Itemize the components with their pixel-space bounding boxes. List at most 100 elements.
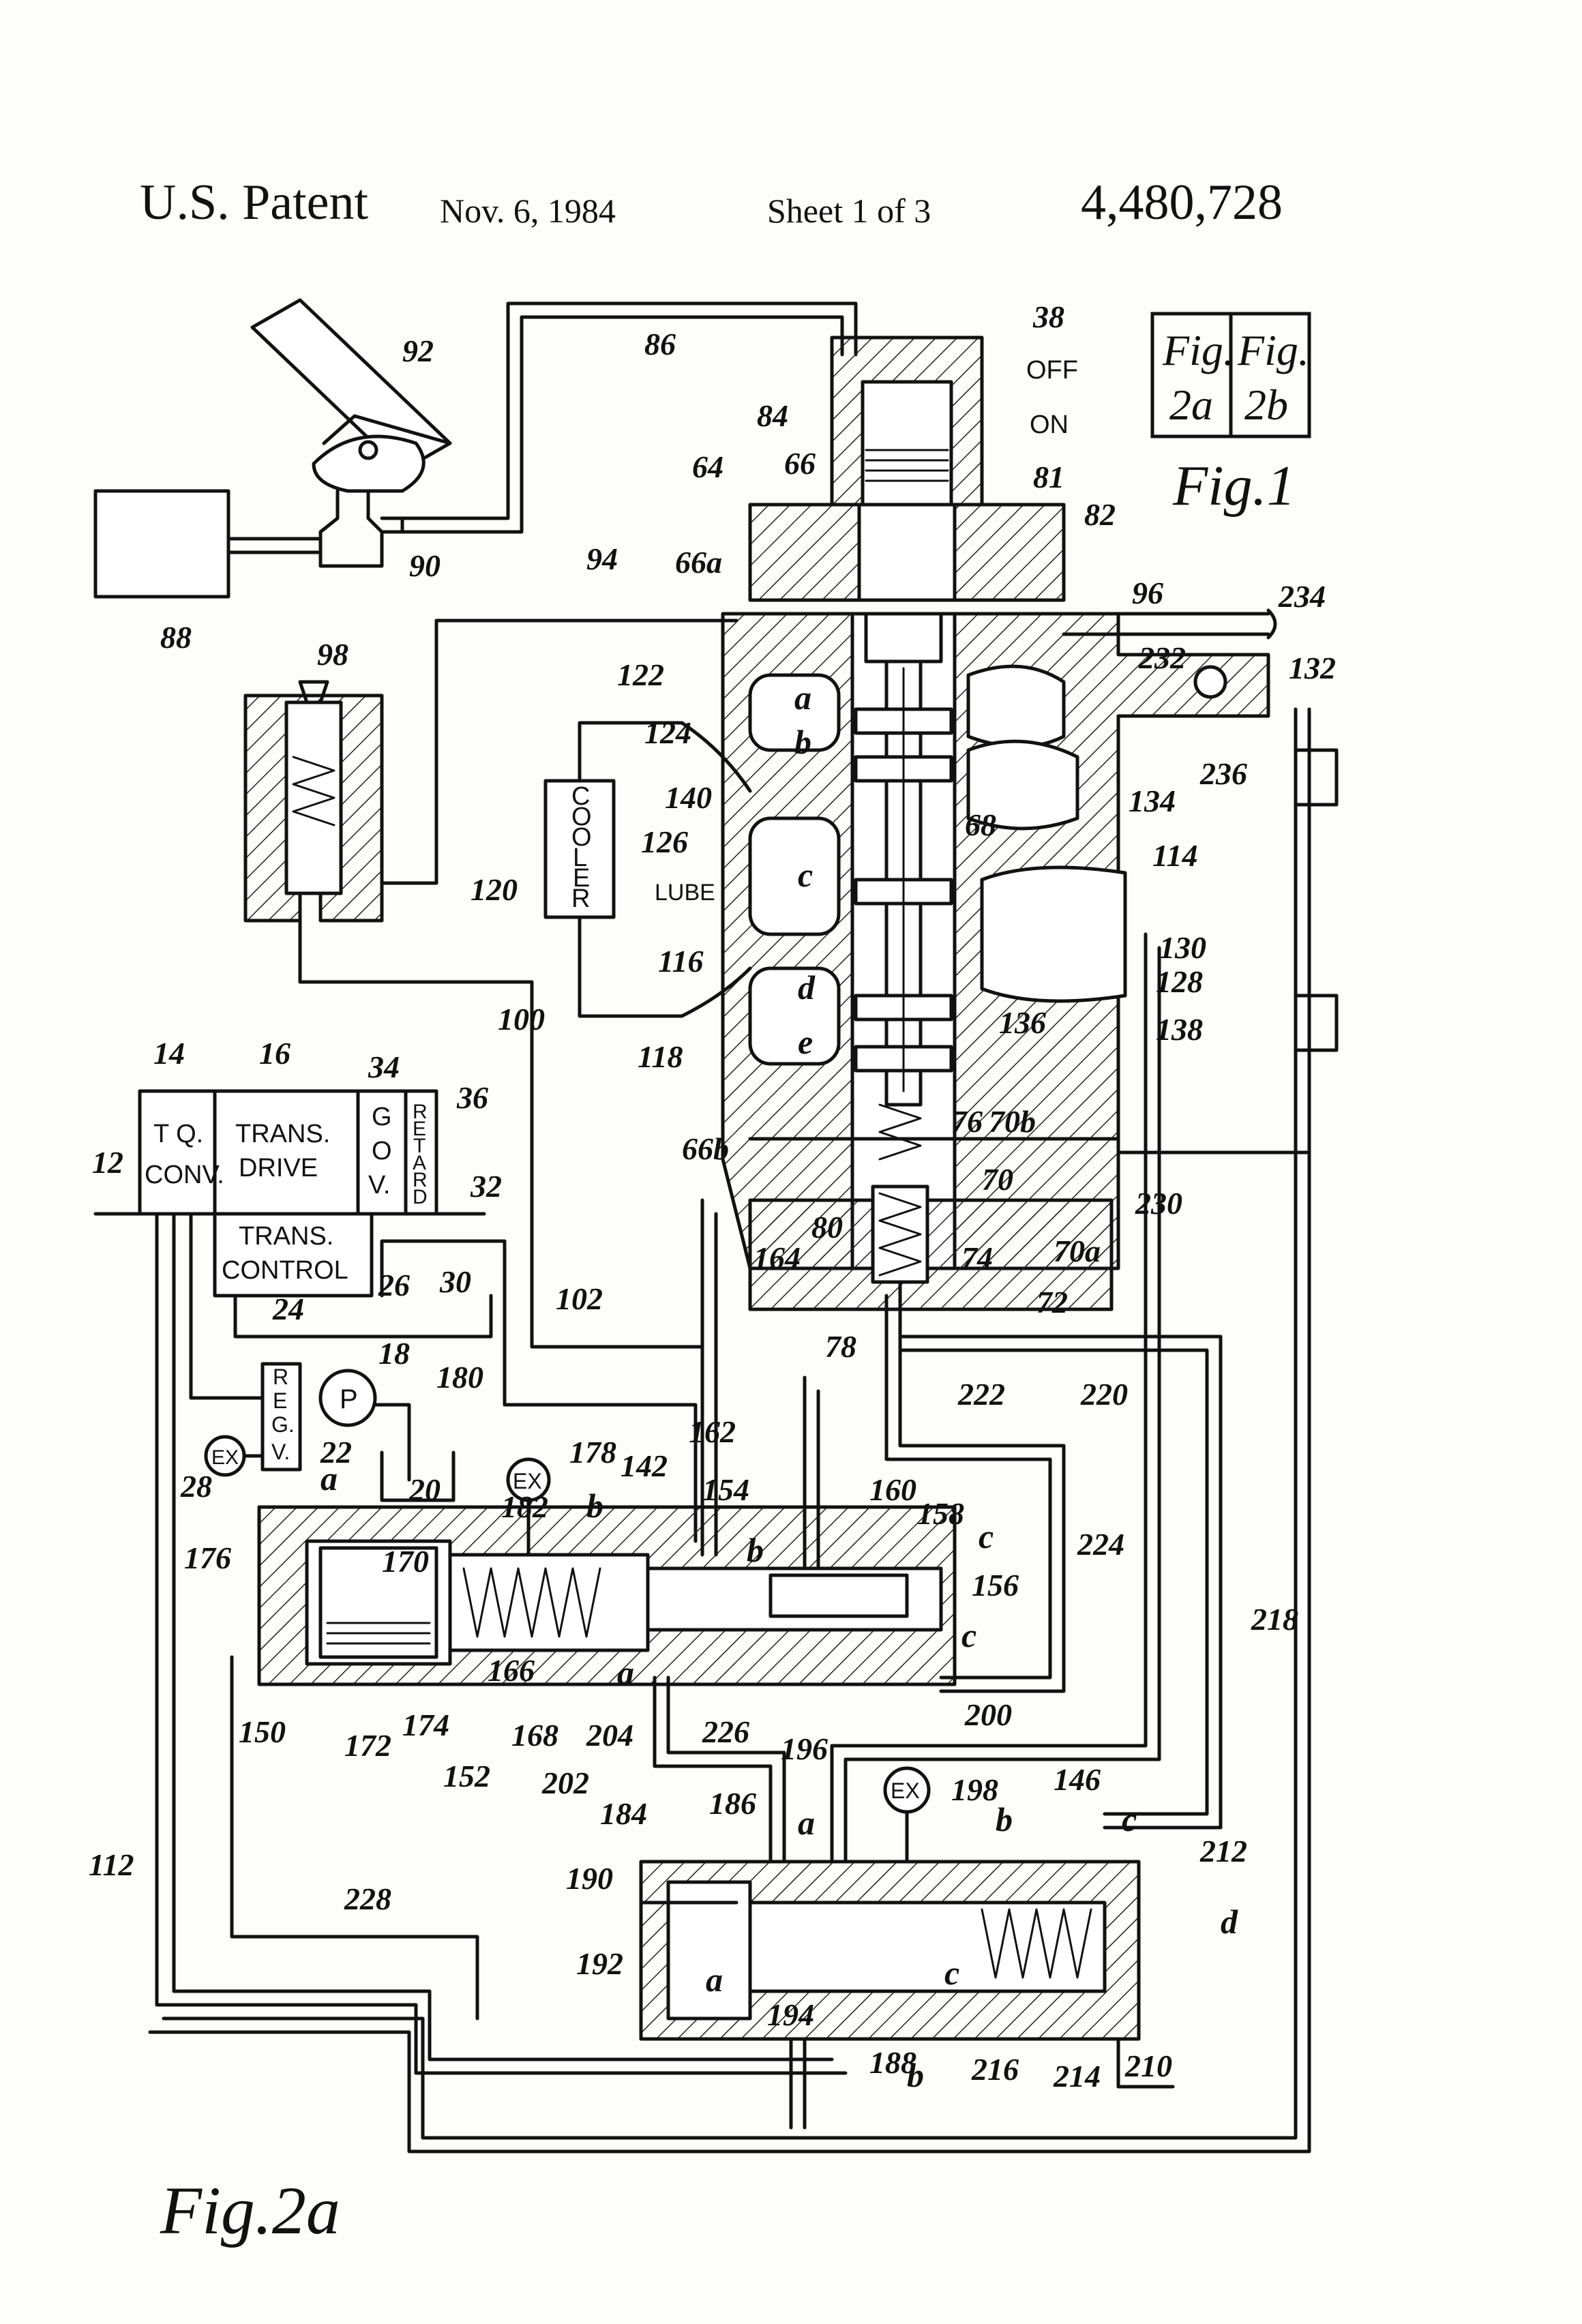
ref-label-178: 178 [569, 1435, 616, 1470]
ref-label-160: 160 [869, 1472, 916, 1507]
figure-key: Fig. 2a Fig. 2b [1152, 314, 1309, 436]
ref-label-a: a [706, 1961, 723, 1999]
ref-label-a: a [320, 1459, 338, 1498]
ref-label-142: 142 [621, 1448, 668, 1483]
ref-label-116: 116 [658, 944, 703, 979]
ref-label-66a: 66a [675, 545, 722, 580]
ref-label-d: d [798, 968, 816, 1007]
ref-label-32: 32 [470, 1169, 502, 1204]
ref-label-74: 74 [961, 1240, 993, 1275]
trans-drive-line1: TRANS. [235, 1120, 330, 1148]
ref-label-b: b [747, 1531, 764, 1569]
ref-label-214: 214 [1053, 2059, 1101, 2094]
ref-label-102: 102 [556, 1281, 603, 1316]
ref-label-136: 136 [999, 1005, 1046, 1040]
ref-label-14: 14 [153, 1036, 185, 1071]
ref-label-138: 138 [1156, 1012, 1203, 1047]
brake-pedal [252, 300, 450, 491]
ref-label-81: 81 [1033, 460, 1064, 494]
ref-label-224: 224 [1077, 1527, 1124, 1562]
ref-label-168: 168 [511, 1718, 558, 1753]
cooler-r: R [571, 884, 590, 913]
ref-label-b: b [794, 723, 811, 761]
ref-label-b: b [996, 1800, 1013, 1838]
ref-label-186: 186 [709, 1786, 756, 1821]
tq-conv-line1: T Q. [153, 1120, 203, 1148]
ref-label-200: 200 [964, 1697, 1012, 1732]
ref-label-94: 94 [586, 541, 618, 576]
ref-label-156: 156 [972, 1568, 1019, 1603]
ref-label-b: b [907, 2056, 924, 2094]
fig2a-label: Fig.2a [160, 2173, 340, 2248]
ref-label-154: 154 [702, 1472, 749, 1507]
pump-label: P [340, 1384, 358, 1414]
ref-label-166: 166 [488, 1653, 535, 1688]
ref-label-182: 182 [501, 1489, 548, 1524]
ref-label-66: 66 [784, 446, 816, 481]
reg-g: G. [271, 1412, 295, 1437]
on-label: ON [1030, 411, 1069, 439]
relay-valve [245, 682, 382, 921]
ref-label-c: c [798, 856, 813, 894]
trans-control-line1: TRANS. [239, 1222, 333, 1251]
reg-v: V. [271, 1440, 290, 1464]
ref-label-202: 202 [541, 1766, 589, 1800]
ref-label-70: 70 [982, 1162, 1013, 1197]
ref-label-84: 84 [757, 398, 788, 433]
control-valve-142 [259, 1459, 955, 1684]
ref-label-c: c [979, 1517, 994, 1555]
trans-drive-line2: DRIVE [239, 1154, 318, 1182]
ref-label-70b: 70b [989, 1104, 1036, 1139]
ref-label-c: c [1122, 1800, 1137, 1838]
ref-label-98: 98 [317, 637, 348, 672]
ref-label-72: 72 [1036, 1285, 1068, 1320]
ref-label-228: 228 [344, 1881, 391, 1916]
ref-label-a: a [798, 1804, 815, 1842]
key-a-line2: 2a [1169, 381, 1213, 429]
ref-label-126: 126 [641, 824, 688, 859]
ref-label-114: 114 [1152, 838, 1197, 873]
ref-label-212: 212 [1199, 1834, 1247, 1868]
ref-label-164: 164 [753, 1240, 801, 1275]
ref-label-18: 18 [378, 1336, 410, 1371]
ref-label-194: 194 [767, 1997, 814, 2032]
ref-label-38: 38 [1032, 299, 1064, 334]
off-label: OFF [1026, 356, 1078, 385]
key-a-line1: Fig. [1162, 326, 1234, 374]
ref-label-220: 220 [1080, 1377, 1128, 1412]
ref-label-172: 172 [344, 1728, 391, 1763]
ref-label-90: 90 [409, 548, 441, 583]
ref-label-174: 174 [402, 1708, 449, 1742]
ref-label-118: 118 [638, 1039, 683, 1074]
ref-label-c: c [944, 1954, 959, 1992]
key-b-line2: 2b [1244, 381, 1288, 429]
ref-label-12: 12 [92, 1145, 123, 1180]
ref-label-92: 92 [402, 333, 434, 368]
ref-label-16: 16 [259, 1036, 290, 1071]
ref-label-86: 86 [644, 327, 676, 361]
ref-label-c: c [961, 1616, 976, 1654]
ref-label-204: 204 [586, 1718, 633, 1753]
trans-control-line2: CONTROL [222, 1256, 348, 1285]
ref-label-82: 82 [1084, 497, 1116, 532]
air-reservoir [95, 491, 228, 597]
retard-d: D [413, 1186, 428, 1208]
ex-label-200: EX [891, 1778, 920, 1803]
reg-e: E [273, 1388, 287, 1413]
ref-label-218: 218 [1251, 1602, 1298, 1637]
ref-label-146: 146 [1054, 1762, 1101, 1797]
ref-label-184: 184 [600, 1796, 647, 1831]
ref-label-78: 78 [825, 1329, 856, 1364]
ref-label-112: 112 [89, 1847, 134, 1882]
ref-label-222: 222 [957, 1377, 1005, 1412]
ref-label-26: 26 [378, 1268, 410, 1302]
ref-label-120: 120 [471, 872, 518, 907]
ref-label-130: 130 [1159, 930, 1206, 965]
ref-label-a: a [794, 679, 811, 717]
gov-o: O [372, 1137, 392, 1165]
gov-g: G [372, 1103, 392, 1131]
ref-label-180: 180 [436, 1360, 483, 1395]
ref-label-70a: 70a [1054, 1234, 1101, 1268]
ref-label-76: 76 [951, 1104, 983, 1139]
